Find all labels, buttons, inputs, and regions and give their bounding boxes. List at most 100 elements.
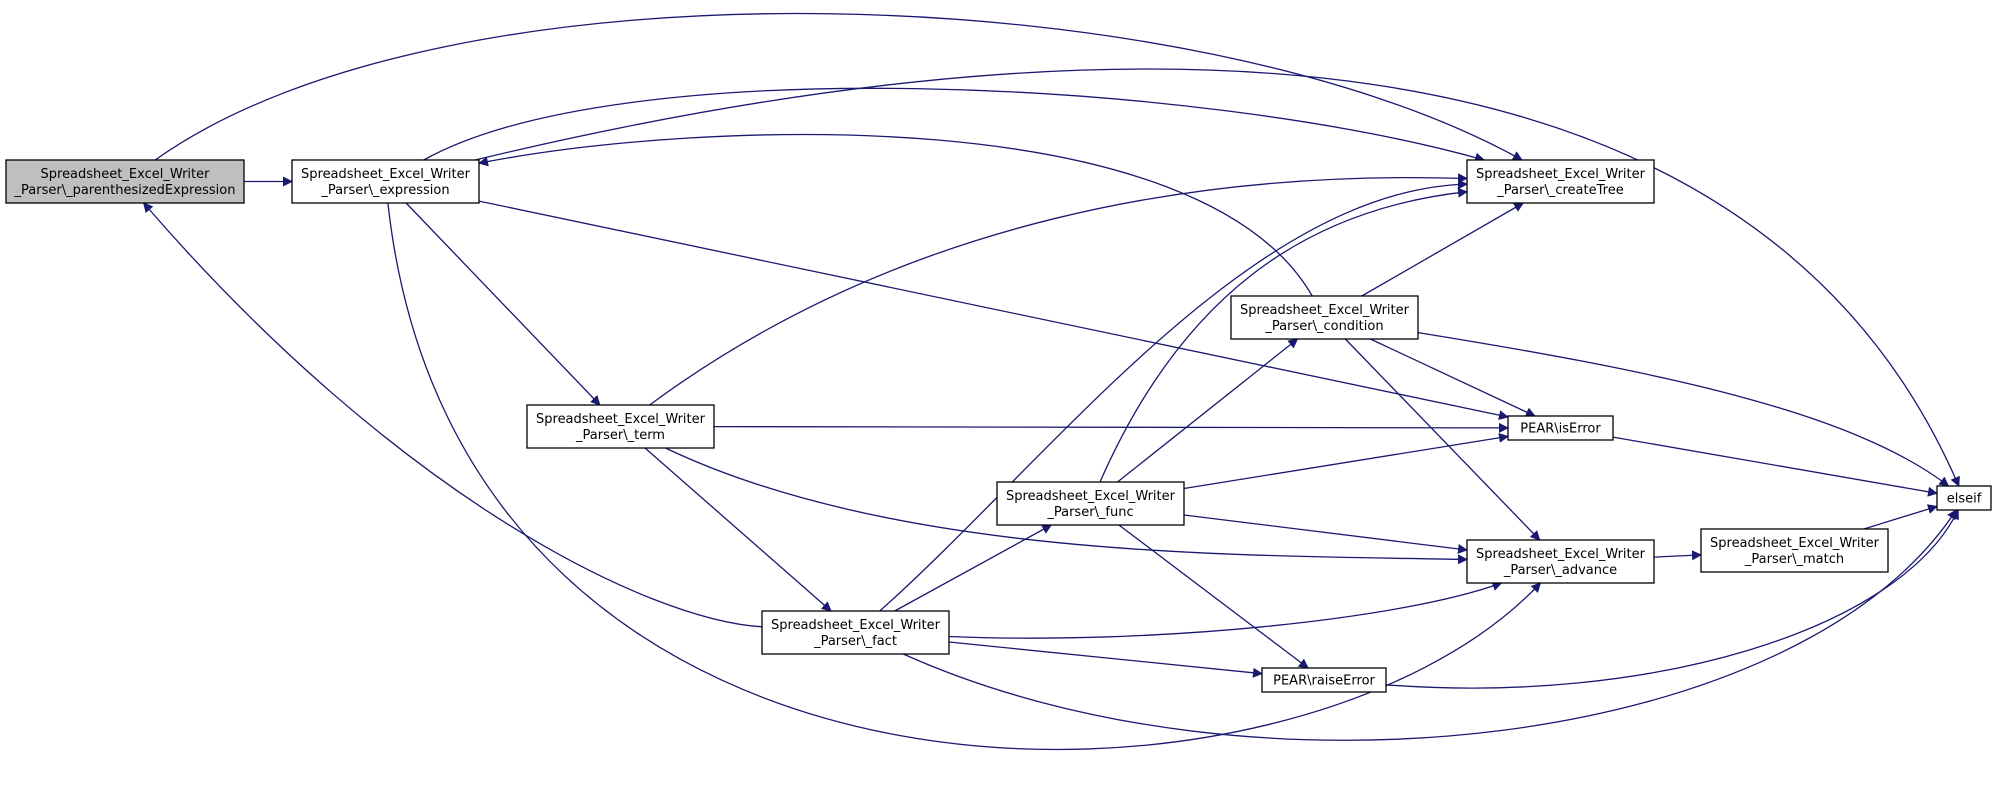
edge-expr-to-elseif — [474, 68, 1960, 487]
edge-arrow — [1653, 550, 1702, 561]
node-cond[interactable]: Spreadsheet_Excel_Writer_Parser\_conditi… — [1230, 295, 1419, 340]
edge-arrow — [649, 173, 1468, 406]
edge-arrow — [1183, 432, 1509, 490]
node-label: Spreadsheet_Excel_Writer — [1240, 303, 1410, 318]
edge-cond-to-elseif — [1417, 331, 1950, 487]
node-label: Spreadsheet_Excel_Writer — [771, 618, 941, 633]
node-box[interactable] — [526, 404, 715, 449]
edge-arrow — [713, 422, 1509, 433]
edge-term-to-adv — [665, 447, 1468, 565]
node-iserr[interactable]: PEAR\isError — [1507, 415, 1614, 441]
node-func[interactable]: Spreadsheet_Excel_Writer_Parser\_func — [996, 481, 1185, 526]
edge-cond-to-iserr — [1370, 338, 1536, 417]
edge-arrow — [1183, 514, 1468, 554]
node-box[interactable] — [1261, 667, 1387, 693]
node-label: _Parser\_func — [1046, 505, 1133, 520]
node-label: _Parser\_expression — [320, 183, 449, 198]
node-expr[interactable]: Spreadsheet_Excel_Writer_Parser\_express… — [291, 159, 480, 204]
edge-arrow — [1117, 338, 1299, 483]
edge-expr-to-iserr — [478, 200, 1509, 421]
edge-fact-to-elseif — [903, 509, 1957, 741]
node-box[interactable] — [291, 159, 480, 204]
node-raise[interactable]: PEAR\raiseError — [1261, 667, 1387, 693]
edges-layer — [142, 12, 1960, 751]
node-fact[interactable]: Spreadsheet_Excel_Writer_Parser\_fact — [761, 610, 950, 655]
edge-arrow — [154, 12, 1523, 161]
node-box[interactable] — [1700, 528, 1889, 573]
node-label: _Parser\_fact — [813, 634, 897, 649]
edge-expr-to-term — [405, 202, 601, 406]
edge-arrow — [405, 202, 601, 406]
node-label: PEAR\raiseError — [1273, 674, 1375, 689]
edge-arrow — [948, 641, 1263, 678]
edge-match-to-elseif — [1863, 504, 1938, 530]
edge-arrow — [1370, 338, 1536, 417]
edge-expr-to-adv — [387, 202, 1542, 751]
node-label: Spreadsheet_Excel_Writer — [1476, 547, 1646, 562]
node-label: Spreadsheet_Excel_Writer — [41, 167, 211, 182]
node-label: Spreadsheet_Excel_Writer — [301, 167, 471, 182]
node-box[interactable] — [5, 159, 245, 204]
node-match[interactable]: Spreadsheet_Excel_Writer_Parser\_match — [1700, 528, 1889, 573]
edge-cond-to-tree — [1361, 202, 1525, 297]
node-label: Spreadsheet_Excel_Writer — [1476, 167, 1646, 182]
node-box[interactable] — [1507, 415, 1614, 441]
edge-arrow — [423, 87, 1486, 163]
edge-arrow — [665, 447, 1468, 565]
edge-arrow — [478, 200, 1509, 421]
node-box[interactable] — [1466, 159, 1655, 204]
edge-cond-to-adv — [1344, 338, 1541, 541]
edge-arrow — [1417, 331, 1950, 487]
edge-expr-to-tree — [423, 87, 1486, 163]
node-label: elseif — [1947, 492, 1982, 507]
node-label: Spreadsheet_Excel_Writer — [1006, 489, 1176, 504]
edge-paren-to-tree — [154, 12, 1523, 161]
edge-arrow — [474, 68, 1960, 487]
edge-arrow — [1385, 509, 1959, 689]
edge-term-to-iserr — [713, 422, 1509, 433]
node-label: _Parser\_createTree — [1496, 183, 1623, 198]
node-term[interactable]: Spreadsheet_Excel_Writer_Parser\_term — [526, 404, 715, 449]
edge-fact-to-tree — [879, 179, 1468, 612]
edge-arrow — [1099, 187, 1468, 483]
node-box[interactable] — [761, 610, 950, 655]
node-box[interactable] — [996, 481, 1185, 526]
edge-arrow — [644, 447, 832, 612]
edge-arrow — [1863, 504, 1938, 530]
node-box[interactable] — [1230, 295, 1419, 340]
edge-func-to-adv — [1183, 514, 1468, 554]
edge-adv-to-match — [1653, 550, 1702, 561]
edge-arrow — [879, 179, 1468, 612]
edge-func-to-cond — [1117, 338, 1299, 483]
edge-arrow — [1344, 338, 1541, 541]
edge-arrow — [387, 202, 1542, 751]
node-label: PEAR\isError — [1520, 422, 1601, 437]
edge-arrow — [142, 202, 763, 628]
edge-func-to-tree — [1099, 187, 1468, 483]
edge-func-to-iserr — [1183, 432, 1509, 490]
edge-arrow — [1361, 202, 1525, 297]
edge-arrow — [903, 509, 1957, 741]
node-label: _Parser\_parenthesizedExpression — [14, 183, 236, 198]
node-adv[interactable]: Spreadsheet_Excel_Writer_Parser\_advance — [1466, 539, 1655, 584]
node-paren[interactable]: Spreadsheet_Excel_Writer_Parser\_parenth… — [5, 159, 245, 204]
node-label: Spreadsheet_Excel_Writer — [536, 412, 706, 427]
node-elseif[interactable]: elseif — [1936, 485, 1992, 511]
edge-iserr-to-elseif — [1612, 436, 1938, 497]
edge-term-to-tree — [649, 173, 1468, 406]
edge-arrow — [948, 581, 1503, 639]
node-label: _Parser\_condition — [1264, 319, 1383, 334]
node-label: _Parser\_match — [1744, 552, 1844, 567]
node-box[interactable] — [1936, 485, 1992, 511]
edge-fact-to-paren — [142, 202, 763, 628]
edge-term-to-fact — [644, 447, 832, 612]
node-box[interactable] — [1466, 539, 1655, 584]
node-tree[interactable]: Spreadsheet_Excel_Writer_Parser\_createT… — [1466, 159, 1655, 204]
edge-cond-to-expr — [478, 133, 1313, 297]
nodes-layer: Spreadsheet_Excel_Writer_Parser\_parenth… — [5, 159, 1992, 693]
edge-raise-to-elseif — [1385, 509, 1959, 689]
edge-fact-to-func — [894, 524, 1053, 612]
edge-arrow — [478, 133, 1313, 297]
edge-fact-to-raise — [948, 641, 1263, 678]
